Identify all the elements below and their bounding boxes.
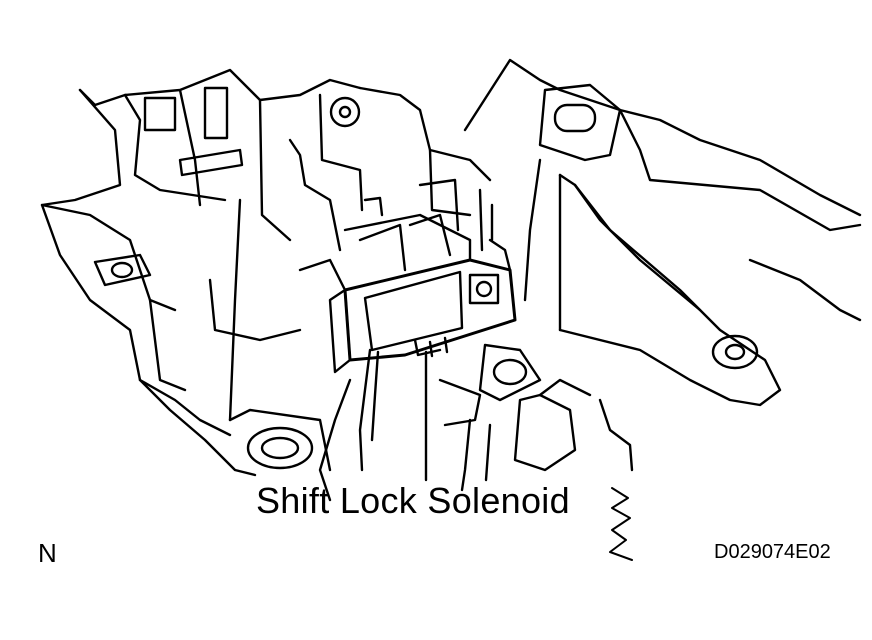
wiring-harness [318,343,634,502]
right-arm-bracket [463,58,862,407]
shift-lock-solenoid-label: Shift Lock Solenoid [256,480,570,521]
view-marker-letter: N [38,538,57,568]
solenoid-body [298,188,517,374]
lower-mount [93,253,332,472]
break-mark-icon [609,487,633,561]
figure-id: D029074E02 [714,541,831,563]
upper-housing-blocks [143,86,492,252]
left-bracket-outline [40,68,362,477]
